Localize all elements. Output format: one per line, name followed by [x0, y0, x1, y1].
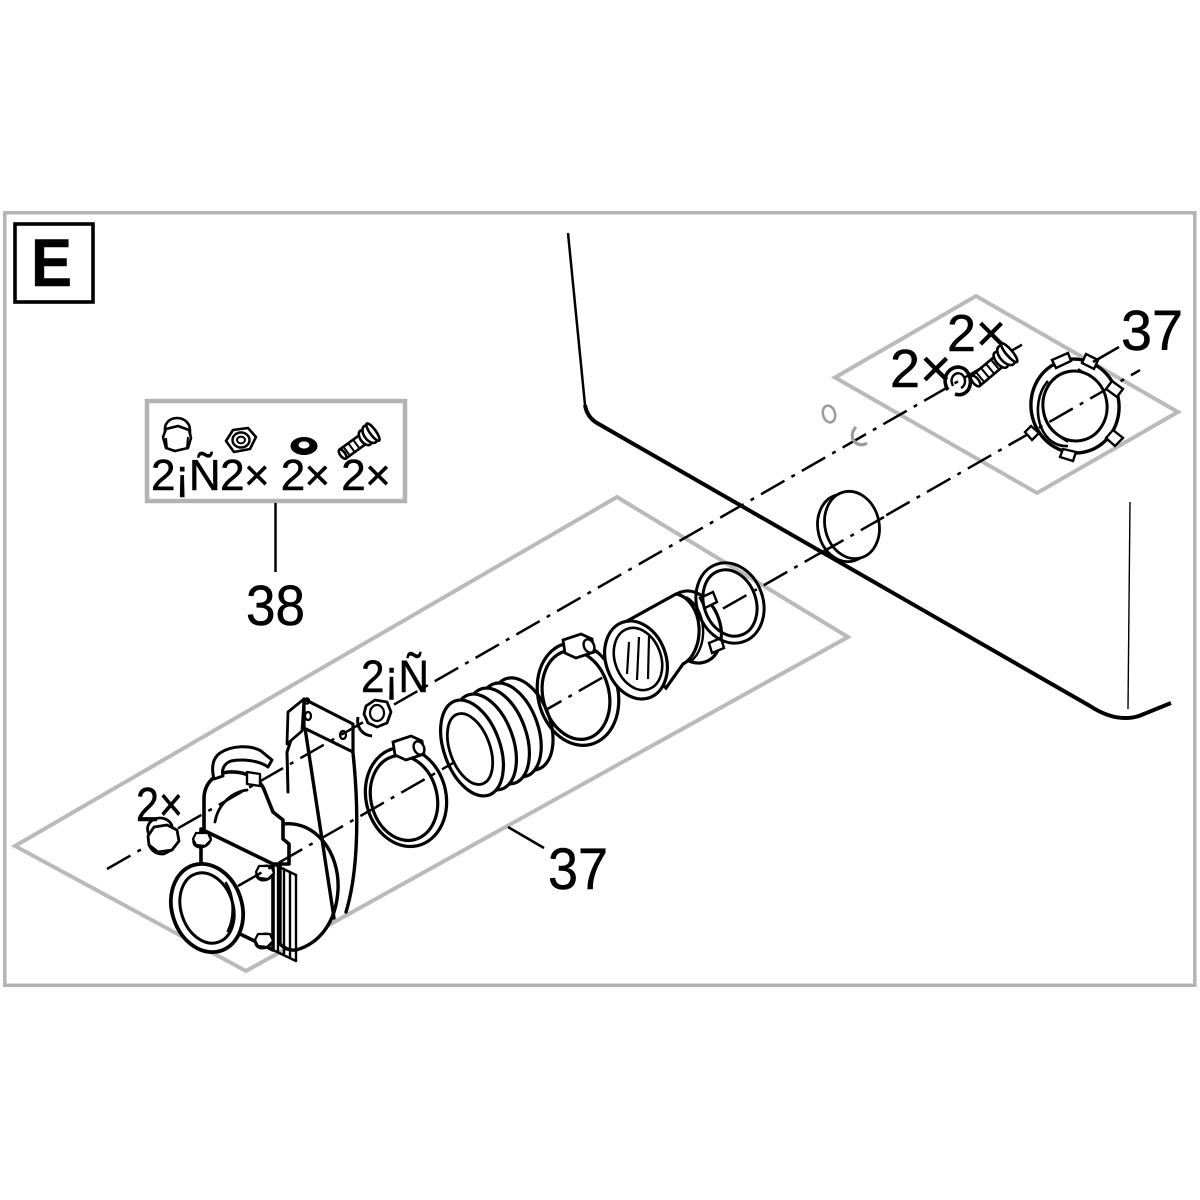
svg-text:38: 38 — [246, 574, 305, 638]
svg-text:2×: 2× — [136, 779, 183, 832]
svg-text:2¡Ñ2× 2× 2×: 2¡Ñ2× 2× 2× — [151, 450, 390, 500]
svg-text:2¡Ñ: 2¡Ñ — [361, 651, 429, 702]
svg-text:2×: 2× — [947, 305, 1006, 363]
svg-text:E: E — [31, 225, 72, 301]
svg-text:2×: 2× — [890, 339, 952, 399]
svg-text:37: 37 — [1121, 299, 1183, 363]
svg-text:37: 37 — [548, 837, 608, 902]
